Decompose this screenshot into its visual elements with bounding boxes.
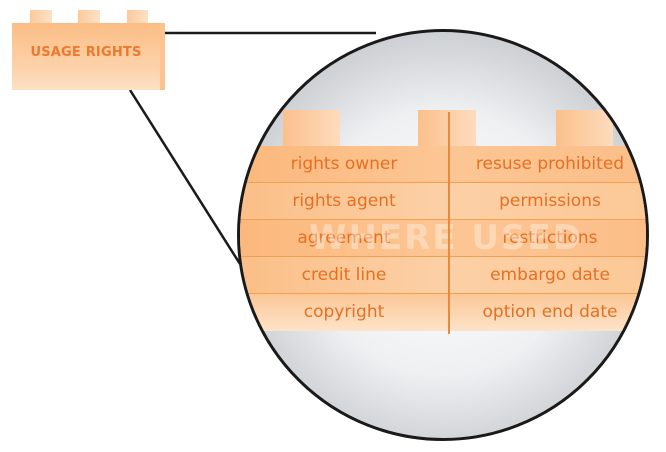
brick-stud xyxy=(127,10,148,24)
field-label: resuse prohibited xyxy=(475,154,625,174)
field-label: rights agent xyxy=(292,191,396,211)
magnifier-circle: rights owner resuse prohibited rights ag… xyxy=(237,29,649,441)
lens-stud xyxy=(556,110,613,146)
table-row: agreement restrictions xyxy=(240,220,646,257)
field-label: permissions xyxy=(499,191,601,211)
field-label: restrictions xyxy=(502,228,598,248)
table-row: credit line embargo date xyxy=(240,257,646,294)
table-row: rights owner resuse prohibited xyxy=(240,146,646,183)
connector-line-bottom xyxy=(128,89,242,265)
brick-title: USAGE RIGHTS xyxy=(30,45,142,60)
field-label: embargo date xyxy=(490,265,610,285)
column-divider xyxy=(448,112,450,334)
usage-rights-brick: USAGE RIGHTS xyxy=(12,23,165,90)
lens-stud xyxy=(418,110,476,146)
brick-stud xyxy=(78,10,100,24)
field-label: credit line xyxy=(301,265,387,285)
table-row: rights agent permissions xyxy=(240,183,646,220)
brick-stud xyxy=(30,10,52,24)
usage-rights-table: rights owner resuse prohibited rights ag… xyxy=(240,146,646,331)
field-label: rights owner xyxy=(290,154,398,174)
field-label: copyright xyxy=(303,302,385,322)
table-row: copyright option end date xyxy=(240,294,646,331)
field-label: agreement xyxy=(297,228,391,248)
field-label: option end date xyxy=(482,302,618,322)
watermark-text: WHERE USED xyxy=(309,218,583,258)
lens-stud xyxy=(283,110,340,146)
